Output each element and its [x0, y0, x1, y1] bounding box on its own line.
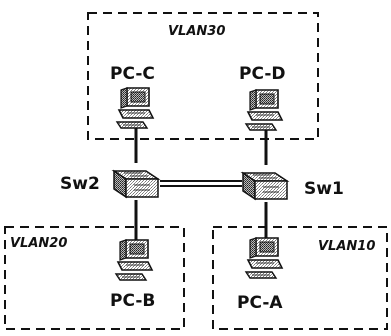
vlan30-label: VLAN30: [168, 24, 225, 39]
sw1-switch-icon: [243, 173, 287, 199]
pc-a-label: PC-A: [237, 293, 283, 313]
pc-b-label: PC-B: [110, 291, 155, 311]
vlan20-label: VLAN20: [10, 236, 67, 251]
sw1-label: Sw1: [304, 179, 344, 199]
sw2-switch-icon: [114, 171, 158, 197]
pc-d-label: PC-D: [239, 64, 286, 84]
sw2-label: Sw2: [60, 174, 100, 194]
vlan10-label: VLAN10: [318, 239, 375, 254]
pc-d-computer-icon: [246, 90, 282, 130]
pc-b-computer-icon: [116, 240, 152, 280]
pc-c-label: PC-C: [110, 64, 155, 84]
pc-a-computer-icon: [246, 238, 282, 278]
pc-c-computer-icon: [117, 88, 153, 128]
